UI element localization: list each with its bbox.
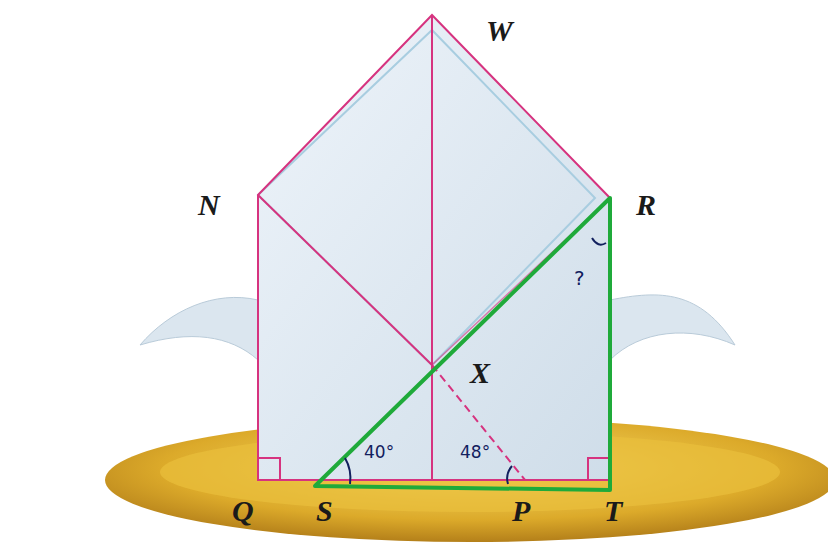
right-angle-mark [588, 458, 610, 480]
angle-measure: 48° [460, 444, 490, 461]
angle-arc [507, 466, 512, 484]
segment-nx [258, 195, 432, 365]
point-label: T [604, 496, 622, 526]
point-label: S [316, 496, 333, 526]
point-label: R [636, 190, 656, 220]
point-label: W [486, 16, 513, 46]
segment-wx [431, 15, 433, 480]
angle-arc [592, 238, 606, 245]
angle-arc [345, 458, 350, 484]
point-label: Q [232, 496, 254, 526]
angle-measure: 40° [364, 444, 394, 461]
triangle-srt [315, 198, 610, 490]
point-label: N [198, 190, 220, 220]
point-label: P [512, 496, 530, 526]
point-label: X [470, 358, 490, 388]
napkin-wing [140, 297, 258, 360]
right-angle-mark [258, 458, 280, 480]
napkin-wing [610, 295, 735, 360]
unknown-angle: ? [574, 268, 585, 288]
napkin-edge [258, 30, 595, 365]
